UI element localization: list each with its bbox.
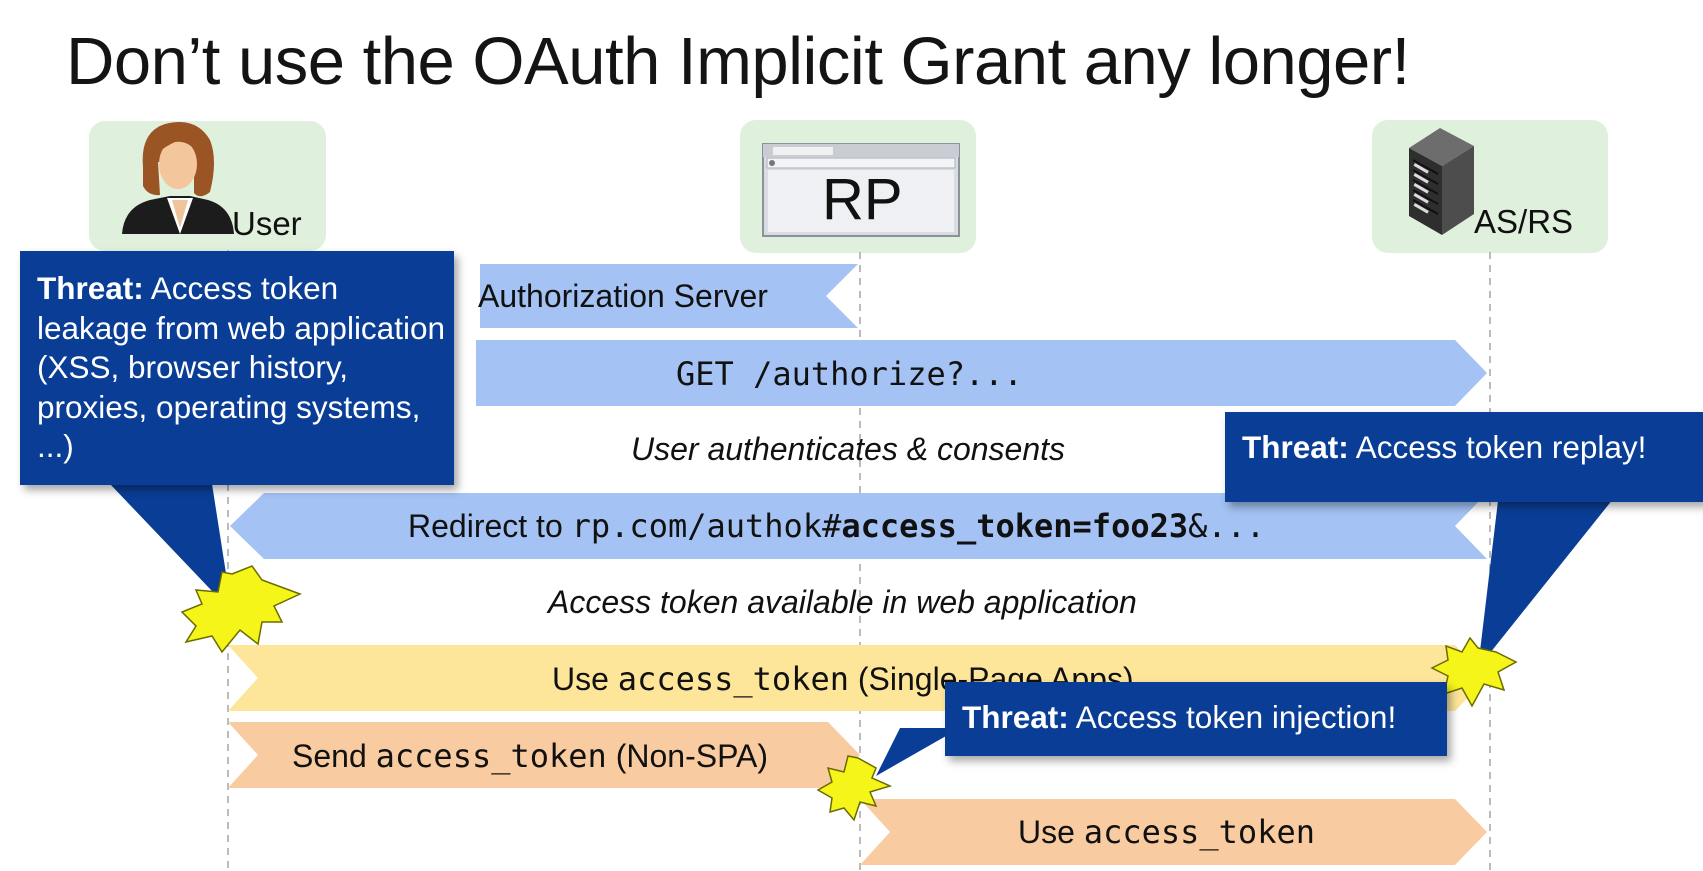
- redirect-prefix: Redirect to: [408, 508, 572, 544]
- send-code: access_token: [375, 737, 607, 775]
- callout-tail-injection: [876, 728, 960, 776]
- redirect-rest: &...: [1188, 507, 1266, 545]
- message-redirect: Redirect to rp.com/authok#access_token=f…: [408, 507, 1265, 545]
- send-prefix: Send: [292, 738, 376, 774]
- callout-tail-leakage: [110, 484, 232, 612]
- message-use-token: Use access_token: [1018, 813, 1315, 851]
- threat-callout-leakage: Threat: Access token leakage from web ap…: [20, 251, 454, 485]
- browser-window-icon: [762, 143, 960, 237]
- threat-callout-injection: Threat: Access token injection!: [945, 682, 1447, 756]
- arrow-to-authorization-server: [480, 264, 858, 328]
- use-code: access_token: [1083, 813, 1315, 851]
- threat-injection-label: Threat:: [962, 699, 1069, 735]
- threat-replay-text: Access token replay!: [1348, 429, 1647, 465]
- message-get-authorize: GET /authorize?...: [676, 355, 1023, 393]
- use-prefix: Use: [1018, 814, 1084, 850]
- burst-icon: [180, 565, 302, 654]
- spa-use-prefix: Use: [552, 661, 618, 697]
- actor-rp-label: RP: [822, 167, 903, 232]
- threat-injection-text: Access token injection!: [1068, 699, 1397, 735]
- actor-as-label: AS/RS: [1474, 203, 1574, 240]
- slide-title: Don’t use the OAuth Implicit Grant any l…: [66, 24, 1410, 99]
- message-token-available: Access token available in web applicatio…: [548, 584, 1137, 620]
- arrow-send-token: [228, 722, 860, 788]
- user-avatar-icon: [122, 122, 234, 234]
- burst-icon: [816, 755, 893, 822]
- server-rack-icon: [1409, 128, 1474, 235]
- send-suffix: (Non-SPA): [606, 738, 769, 774]
- arrow-redirect: [230, 493, 1487, 559]
- threat-callout-replay: Threat: Access token replay!: [1225, 412, 1703, 502]
- spa-use-code: access_token: [617, 660, 849, 698]
- message-use-token-spa: Use access_token (Single-Page Apps): [552, 660, 1134, 698]
- threat-leakage-text: Access token leakage from web applicatio…: [37, 270, 445, 464]
- arrow-get-authorize: [476, 340, 1487, 406]
- actor-user-label: User: [232, 205, 302, 242]
- threat-replay-label: Threat:: [1242, 429, 1349, 465]
- redirect-token: access_token=foo23: [841, 507, 1189, 545]
- message-user-authenticates: User authenticates & consents: [631, 431, 1066, 467]
- threat-leakage-label: Threat:: [37, 270, 144, 306]
- arrow-use-token: [860, 799, 1487, 865]
- callout-tail-replay: [1478, 484, 1625, 668]
- message-send-token: Send access_token (Non-SPA): [292, 737, 768, 775]
- redirect-url: rp.com/authok#: [571, 507, 842, 545]
- burst-icon: [1430, 636, 1518, 708]
- message-authorization-server: Authorization Server: [478, 278, 768, 314]
